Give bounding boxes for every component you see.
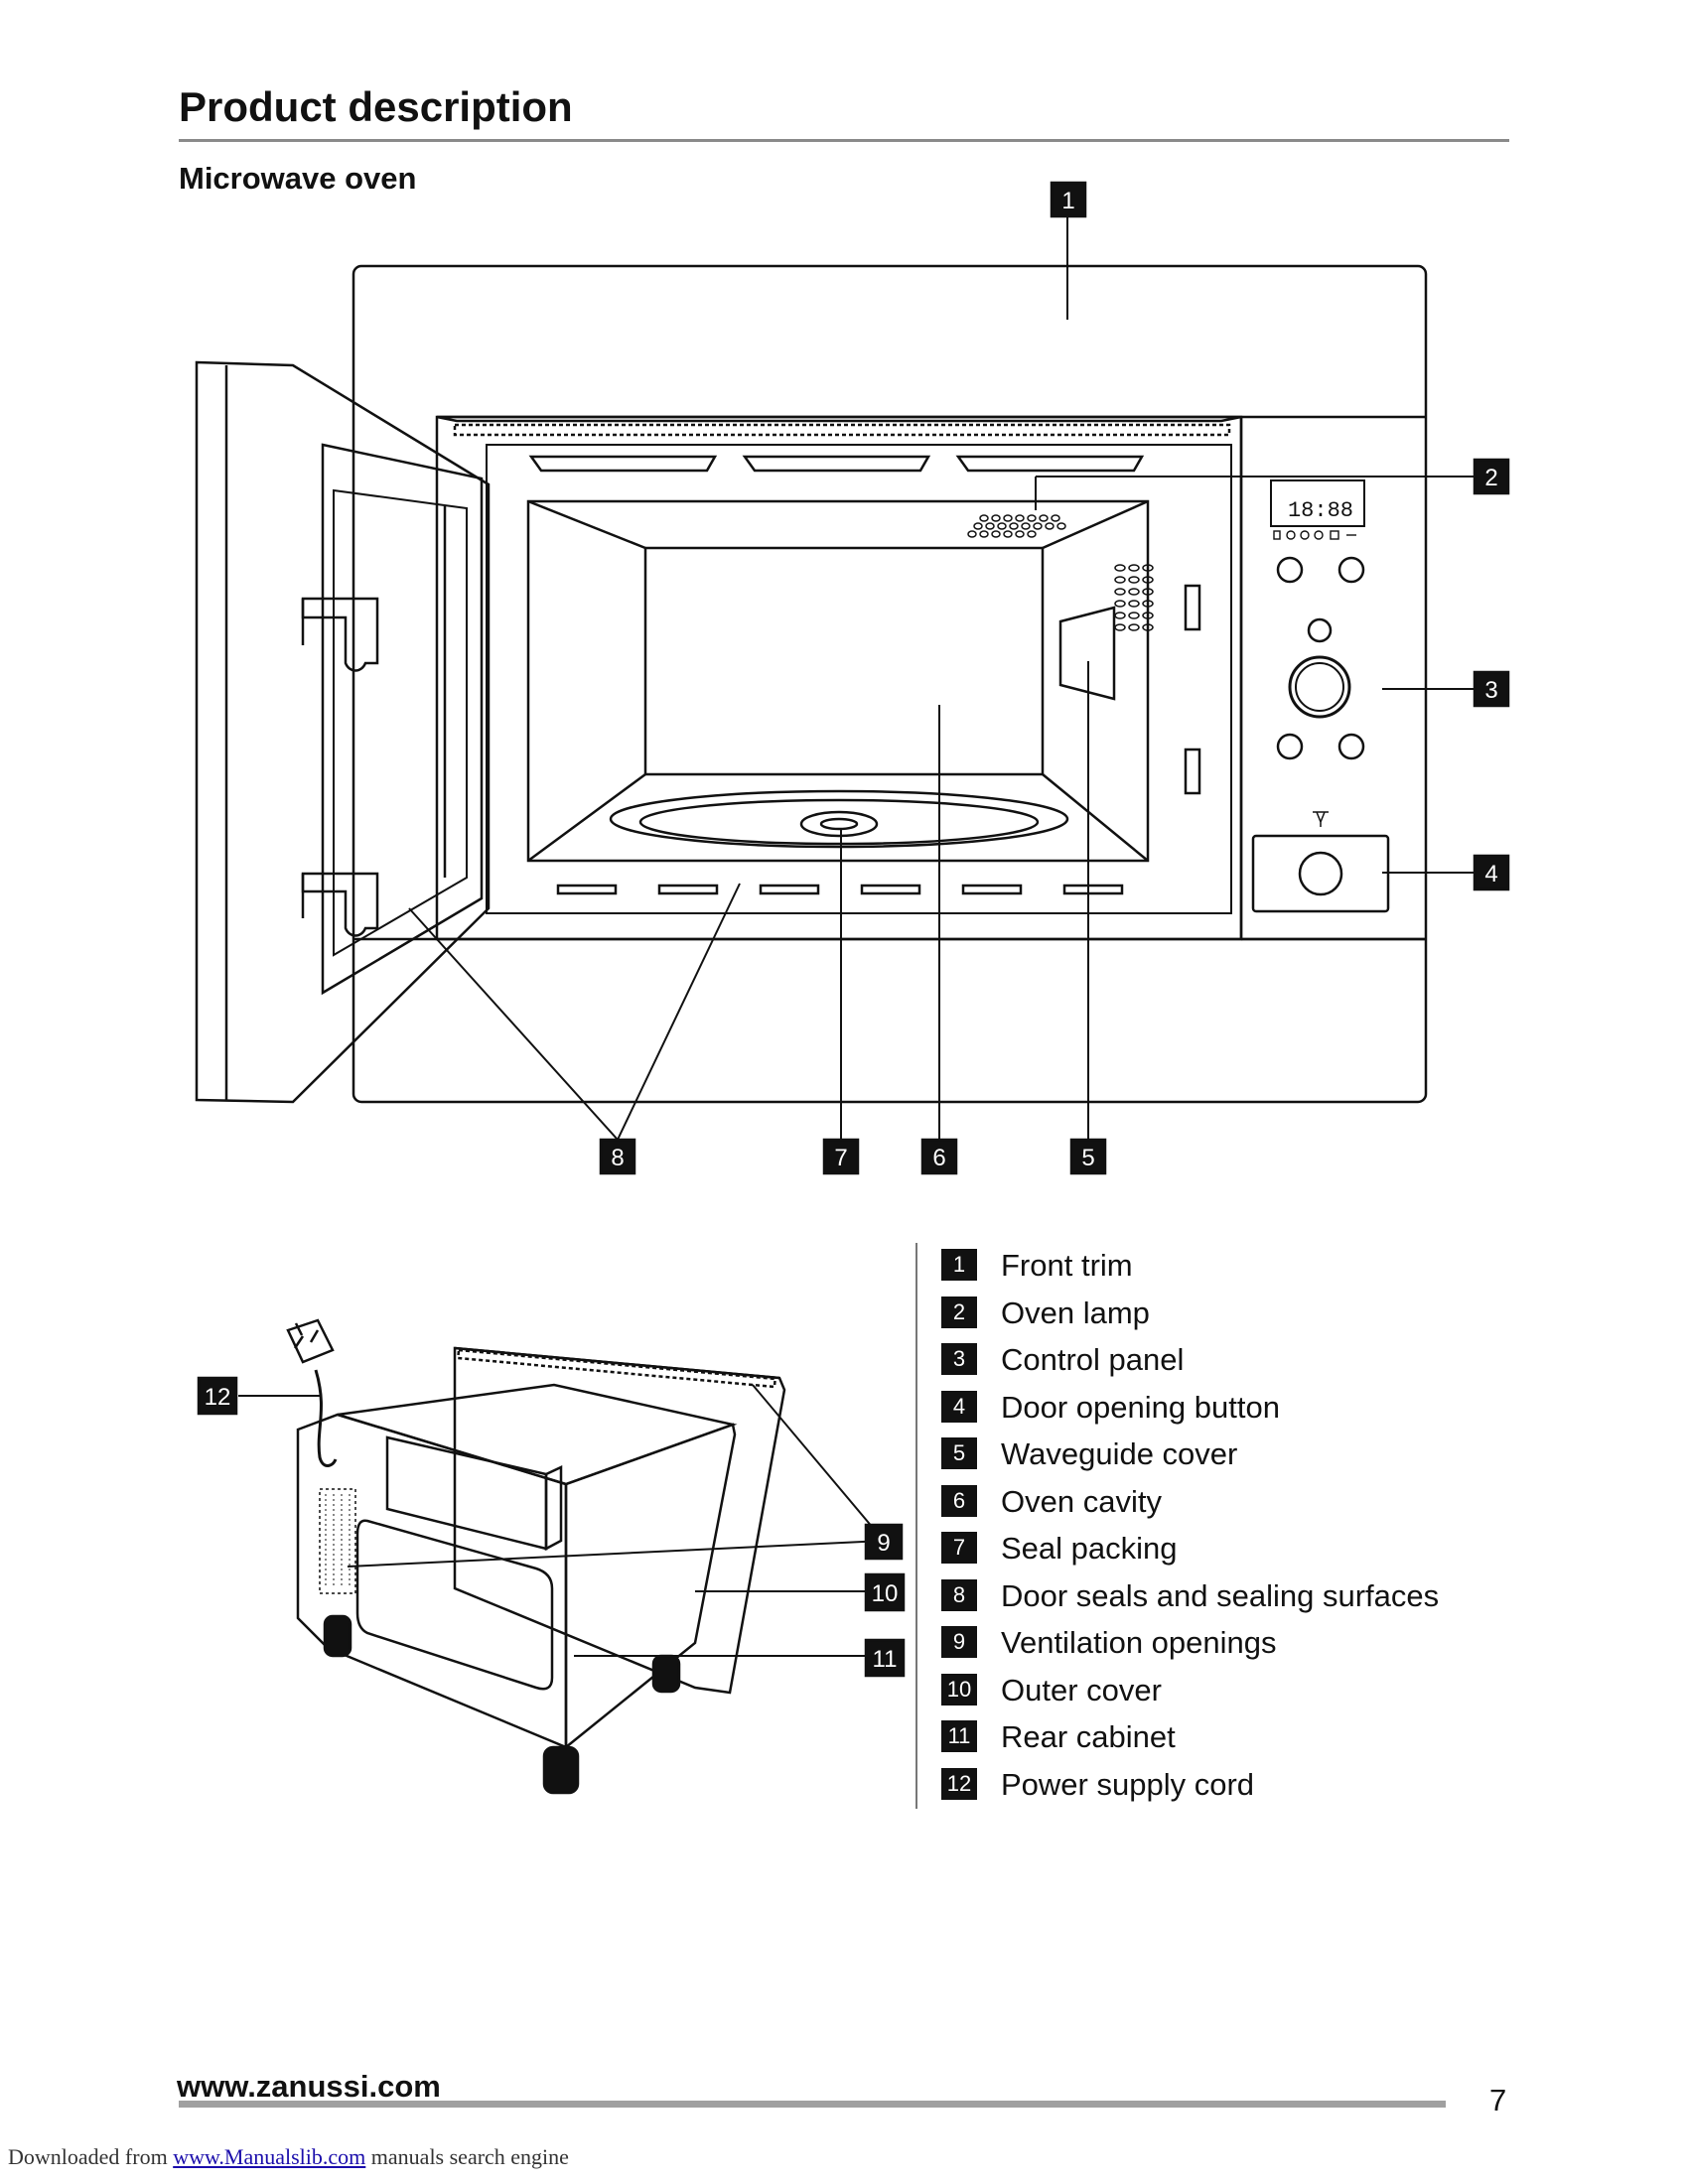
svg-text:11: 11 [873, 1646, 898, 1673]
callout-7: 7 [822, 1138, 860, 1175]
legend-number: 4 [941, 1390, 977, 1423]
svg-text:1: 1 [1061, 188, 1074, 214]
legend-number: 1 [941, 1249, 977, 1281]
download-note-prefix: Downloaded from [8, 2144, 174, 2169]
door-opening-button[interactable] [1298, 851, 1343, 896]
oven-cavity [526, 499, 1150, 863]
legend-label: Control panel [1001, 1342, 1185, 1377]
legend-label: Rear cabinet [1001, 1719, 1176, 1754]
rear-panel-inset [355, 1519, 554, 1691]
control-display: 18:88 [1270, 479, 1365, 540]
svg-text:4: 4 [1484, 861, 1497, 887]
legend-label: Seal packing [1001, 1531, 1178, 1566]
legend-number: 3 [941, 1343, 977, 1375]
door-release-icon [1313, 811, 1329, 827]
legend-number: 11 [941, 1720, 977, 1752]
callout-6: 6 [920, 1138, 958, 1175]
cabinet-feet [323, 1614, 681, 1795]
legend-label: Front trim [1001, 1248, 1133, 1283]
legend-label: Outer cover [1001, 1672, 1162, 1707]
svg-text:3: 3 [1484, 677, 1497, 704]
svg-text:12: 12 [205, 1384, 231, 1411]
legend-number: 5 [941, 1437, 977, 1469]
control-button-3[interactable] [1307, 617, 1333, 643]
legend-number: 8 [941, 1578, 977, 1611]
page-number: 7 [1489, 2083, 1507, 2117]
rear-view-diagram: 12 9 10 11 [197, 1318, 906, 1795]
cabinet-top [337, 1383, 738, 1486]
latch-slot-bottom [1184, 748, 1201, 795]
svg-text:7: 7 [834, 1145, 847, 1171]
oven-lamp-holes [967, 514, 1066, 538]
turntable-inner [638, 798, 1040, 846]
footer-url[interactable]: www.zanussi.com [177, 2069, 441, 2104]
svg-text:9: 9 [877, 1530, 890, 1557]
svg-text:5: 5 [1081, 1145, 1094, 1171]
callout-11: 11 [864, 1638, 906, 1678]
control-knob[interactable] [1288, 655, 1351, 719]
leader-lines [408, 208, 1475, 1141]
page-title: Product description [179, 83, 573, 130]
legend-label: Oven lamp [1001, 1295, 1150, 1330]
svg-text:6: 6 [932, 1145, 945, 1171]
callout-5: 5 [1069, 1138, 1107, 1175]
rear-cabinet [296, 1413, 568, 1749]
legend-number: 12 [941, 1767, 977, 1800]
front-trim-frame [352, 264, 1428, 1104]
legend-number: 6 [941, 1484, 977, 1517]
front-view-diagram: 18:88 1 2 3 4 [195, 181, 1510, 1175]
control-button-4[interactable] [1276, 733, 1304, 760]
cavity-face [486, 444, 1232, 914]
callout-12: 12 [197, 1376, 238, 1416]
callout-2: 2 [1473, 458, 1510, 495]
waveguide-cover [1058, 606, 1116, 701]
legend-number: 9 [941, 1626, 977, 1658]
title-divider [179, 139, 1509, 142]
callout-9: 9 [864, 1523, 904, 1561]
callout-3: 3 [1473, 670, 1510, 708]
legend-label: Power supply cord [1001, 1766, 1255, 1802]
callout-10: 10 [864, 1572, 906, 1612]
legend-label: Door opening button [1001, 1389, 1280, 1425]
cavity-back-wall [643, 546, 1045, 776]
mode-icons-row [1273, 530, 1356, 540]
download-note: Downloaded from www.Manualslib.com manua… [8, 2144, 569, 2170]
manualslib-link[interactable]: www.Manualslib.com [173, 2144, 366, 2169]
power-supply-cord [314, 1369, 338, 1467]
display-digits: 18:88 [1288, 498, 1353, 523]
section-title: Microwave oven [179, 161, 417, 196]
rear-top-vent-strip [456, 1348, 777, 1389]
legend-label: Oven cavity [1001, 1483, 1162, 1519]
callout-1: 1 [1050, 181, 1087, 218]
turntable-outer [609, 789, 1069, 849]
legend-label: Door seals and sealing surfaces [1001, 1577, 1440, 1613]
callout-4: 4 [1473, 854, 1510, 891]
callout-8: 8 [599, 1138, 636, 1175]
rear-leader-lines [238, 1384, 885, 1657]
legend-number: 10 [941, 1673, 977, 1706]
legend-divider [915, 1243, 917, 1809]
legend-number: 2 [941, 1296, 977, 1328]
ventilation-mesh [319, 1488, 356, 1594]
svg-text:10: 10 [872, 1580, 899, 1607]
svg-text:2: 2 [1484, 465, 1497, 491]
open-door [195, 360, 491, 1104]
legend-label: Waveguide cover [1001, 1436, 1238, 1471]
outer-cover [564, 1423, 737, 1750]
svg-text:8: 8 [611, 1145, 624, 1171]
footer-divider [179, 2101, 1446, 2108]
power-plug [286, 1318, 335, 1364]
latch-slot-top [1184, 584, 1201, 631]
top-vent-strip [453, 423, 1231, 437]
legend-number: 7 [941, 1532, 977, 1564]
legend-label: Ventilation openings [1001, 1625, 1277, 1660]
control-button-2[interactable] [1337, 556, 1365, 584]
control-button-5[interactable] [1337, 733, 1365, 760]
turntable-hub [799, 810, 879, 838]
download-note-suffix: manuals search engine [365, 2144, 569, 2169]
control-button-1[interactable] [1276, 556, 1304, 584]
